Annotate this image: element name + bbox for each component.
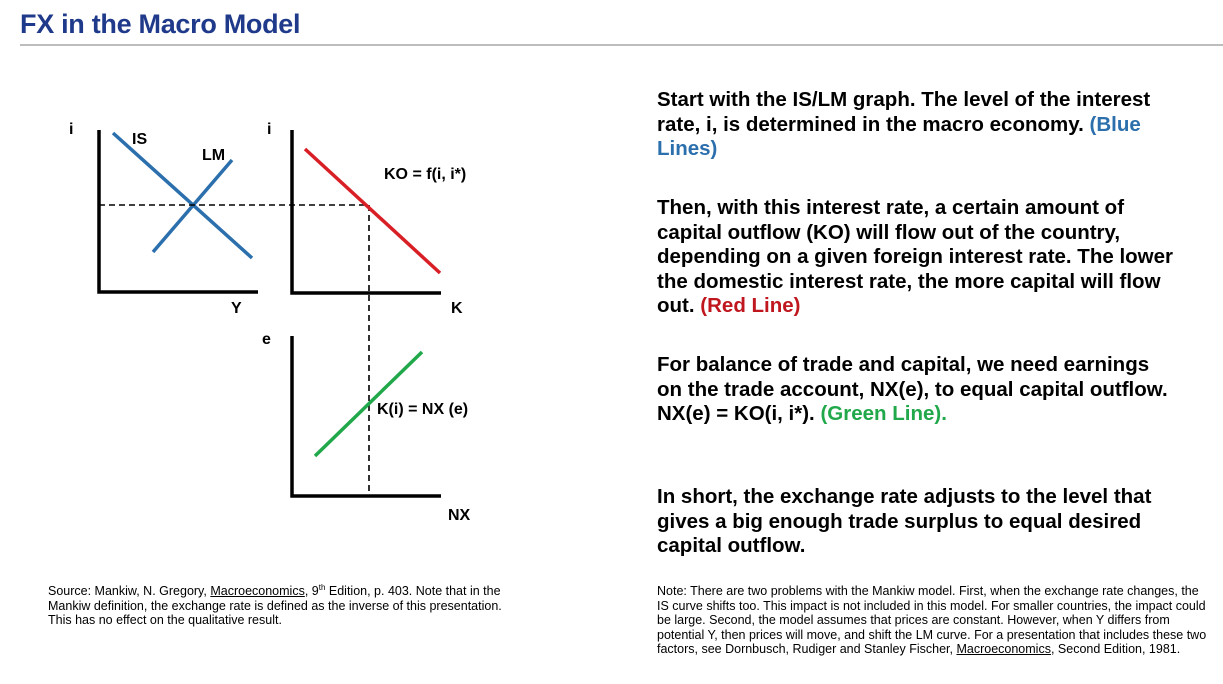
ko-curve-label: KO = f(i, i*) — [384, 166, 466, 183]
ko-curve — [303, 147, 442, 275]
nx-curve — [313, 350, 424, 458]
islm-y-axis-label: i — [69, 121, 73, 138]
page-title: FX in the Macro Model — [20, 9, 301, 39]
is-curve-label: IS — [132, 131, 147, 148]
source-book-title: Macroeconomics — [210, 584, 305, 598]
nx-panel: e NX K(i) = NX (e) — [262, 331, 471, 524]
ko-axes — [290, 130, 441, 295]
ko-x-axis-label: K — [451, 300, 463, 317]
model-note: Note: There are two problems with the Ma… — [657, 584, 1207, 656]
islm-x-axis-label: Y — [231, 300, 242, 317]
is-curve — [111, 131, 254, 260]
title-divider — [20, 44, 1223, 46]
lm-curve-label: LM — [202, 147, 225, 164]
blue-lines-label: (Blue Lines) — [657, 112, 1141, 161]
islm-panel: i Y IS LM — [69, 121, 258, 317]
note-book-title: Macroeconomics — [956, 642, 1051, 656]
green-line-label: (Green Line). — [820, 402, 947, 425]
paragraph-trade-balance: For balance of trade and capital, we nee… — [657, 353, 1177, 427]
ko-y-axis-label: i — [267, 121, 271, 138]
fx-macro-diagram: i Y IS LM i K KO = f(i, i*) e NX K(i) = … — [69, 121, 471, 524]
red-line-label: (Red Line) — [700, 294, 801, 317]
nx-y-axis-label: e — [262, 331, 271, 348]
paragraph-islm-text: Start with the IS/LM graph. The level of… — [657, 88, 1151, 136]
paragraph-capital-outflow: Then, with this interest rate, a certain… — [657, 196, 1177, 319]
nx-x-axis-label: NX — [448, 507, 471, 524]
ko-panel: i K KO = f(i, i*) — [267, 121, 466, 317]
nx-axes — [290, 336, 441, 498]
lm-curve — [151, 158, 234, 254]
islm-axes — [97, 130, 258, 294]
paragraph-summary: In short, the exchange rate adjusts to t… — [657, 485, 1152, 557]
paragraph-islm: Start with the IS/LM graph. The level of… — [657, 88, 1177, 162]
source-citation: Source: Mankiw, N. Gregory, Macroeconomi… — [48, 582, 502, 627]
paragraph-trade-balance-text: For balance of trade and capital, we nee… — [657, 353, 1168, 425]
nx-curve-label: K(i) = NX (e) — [377, 401, 468, 418]
paragraph-capital-outflow-text: Then, with this interest rate, a certain… — [657, 196, 1173, 317]
